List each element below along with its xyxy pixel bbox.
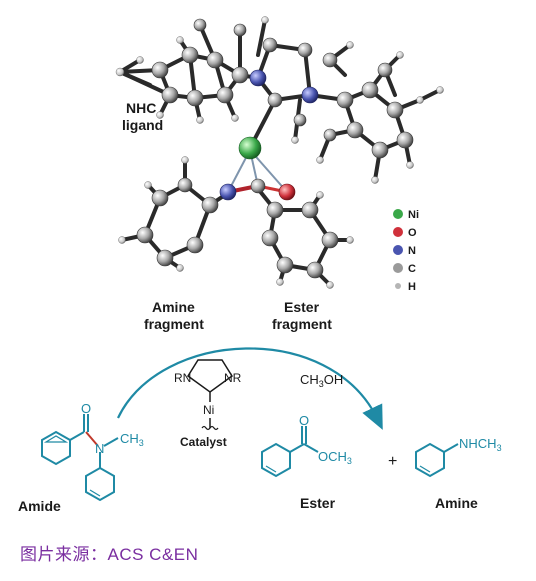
crystal-structure-model (115, 16, 444, 289)
nhc-label-line1: NHC (126, 100, 156, 116)
image-credit: 图片来源：ACS C&EN (20, 545, 199, 564)
ester-methoxy: OCH3 (318, 449, 352, 466)
amide-structure (41, 414, 119, 502)
ester-oxygen: O (299, 413, 309, 428)
legend-swatch-ni (393, 209, 403, 219)
legend-label-n: N (408, 245, 416, 257)
legend-swatch-c (393, 263, 403, 273)
methanol-reagent: CH3OH (300, 372, 343, 389)
legend-swatch-n (393, 245, 403, 255)
amide-methyl: CH3 (120, 431, 144, 448)
ester-structure (261, 426, 319, 478)
amide-label: Amide (18, 498, 61, 514)
amine-nhch3: NHCH3 (459, 436, 502, 453)
ester-fragment-label-line2: fragment (272, 316, 332, 332)
legend-label-h: H (408, 281, 416, 293)
catalyst-nr: NR (224, 371, 242, 385)
catalyst-label: Catalyst (180, 435, 227, 449)
amide-oxygen: O (81, 401, 91, 416)
amine-fragment-label-line2: fragment (144, 316, 204, 332)
legend-swatch-o (393, 227, 403, 237)
catalyst-ni: Ni (203, 403, 214, 417)
legend-label-c: C (408, 263, 416, 275)
ester-label: Ester (300, 495, 336, 511)
amine-fragment-label-line1: Amine (152, 299, 195, 315)
reaction-arrow (117, 347, 383, 430)
plus-sign: + (388, 453, 397, 470)
amide-nitrogen: N (95, 441, 104, 456)
catalyst-rn: RN (174, 371, 191, 385)
amine-structure (415, 442, 459, 478)
amine-label: Amine (435, 495, 478, 511)
legend-label-ni: Ni (408, 209, 419, 221)
nhc-label-line2: ligand (122, 117, 163, 133)
nhc-nickel-catalyst: RN NR Ni Catalyst (174, 359, 242, 449)
legend-swatch-h (395, 283, 401, 289)
legend-label-o: O (408, 227, 417, 239)
ester-fragment-label-line1: Ester (284, 299, 320, 315)
